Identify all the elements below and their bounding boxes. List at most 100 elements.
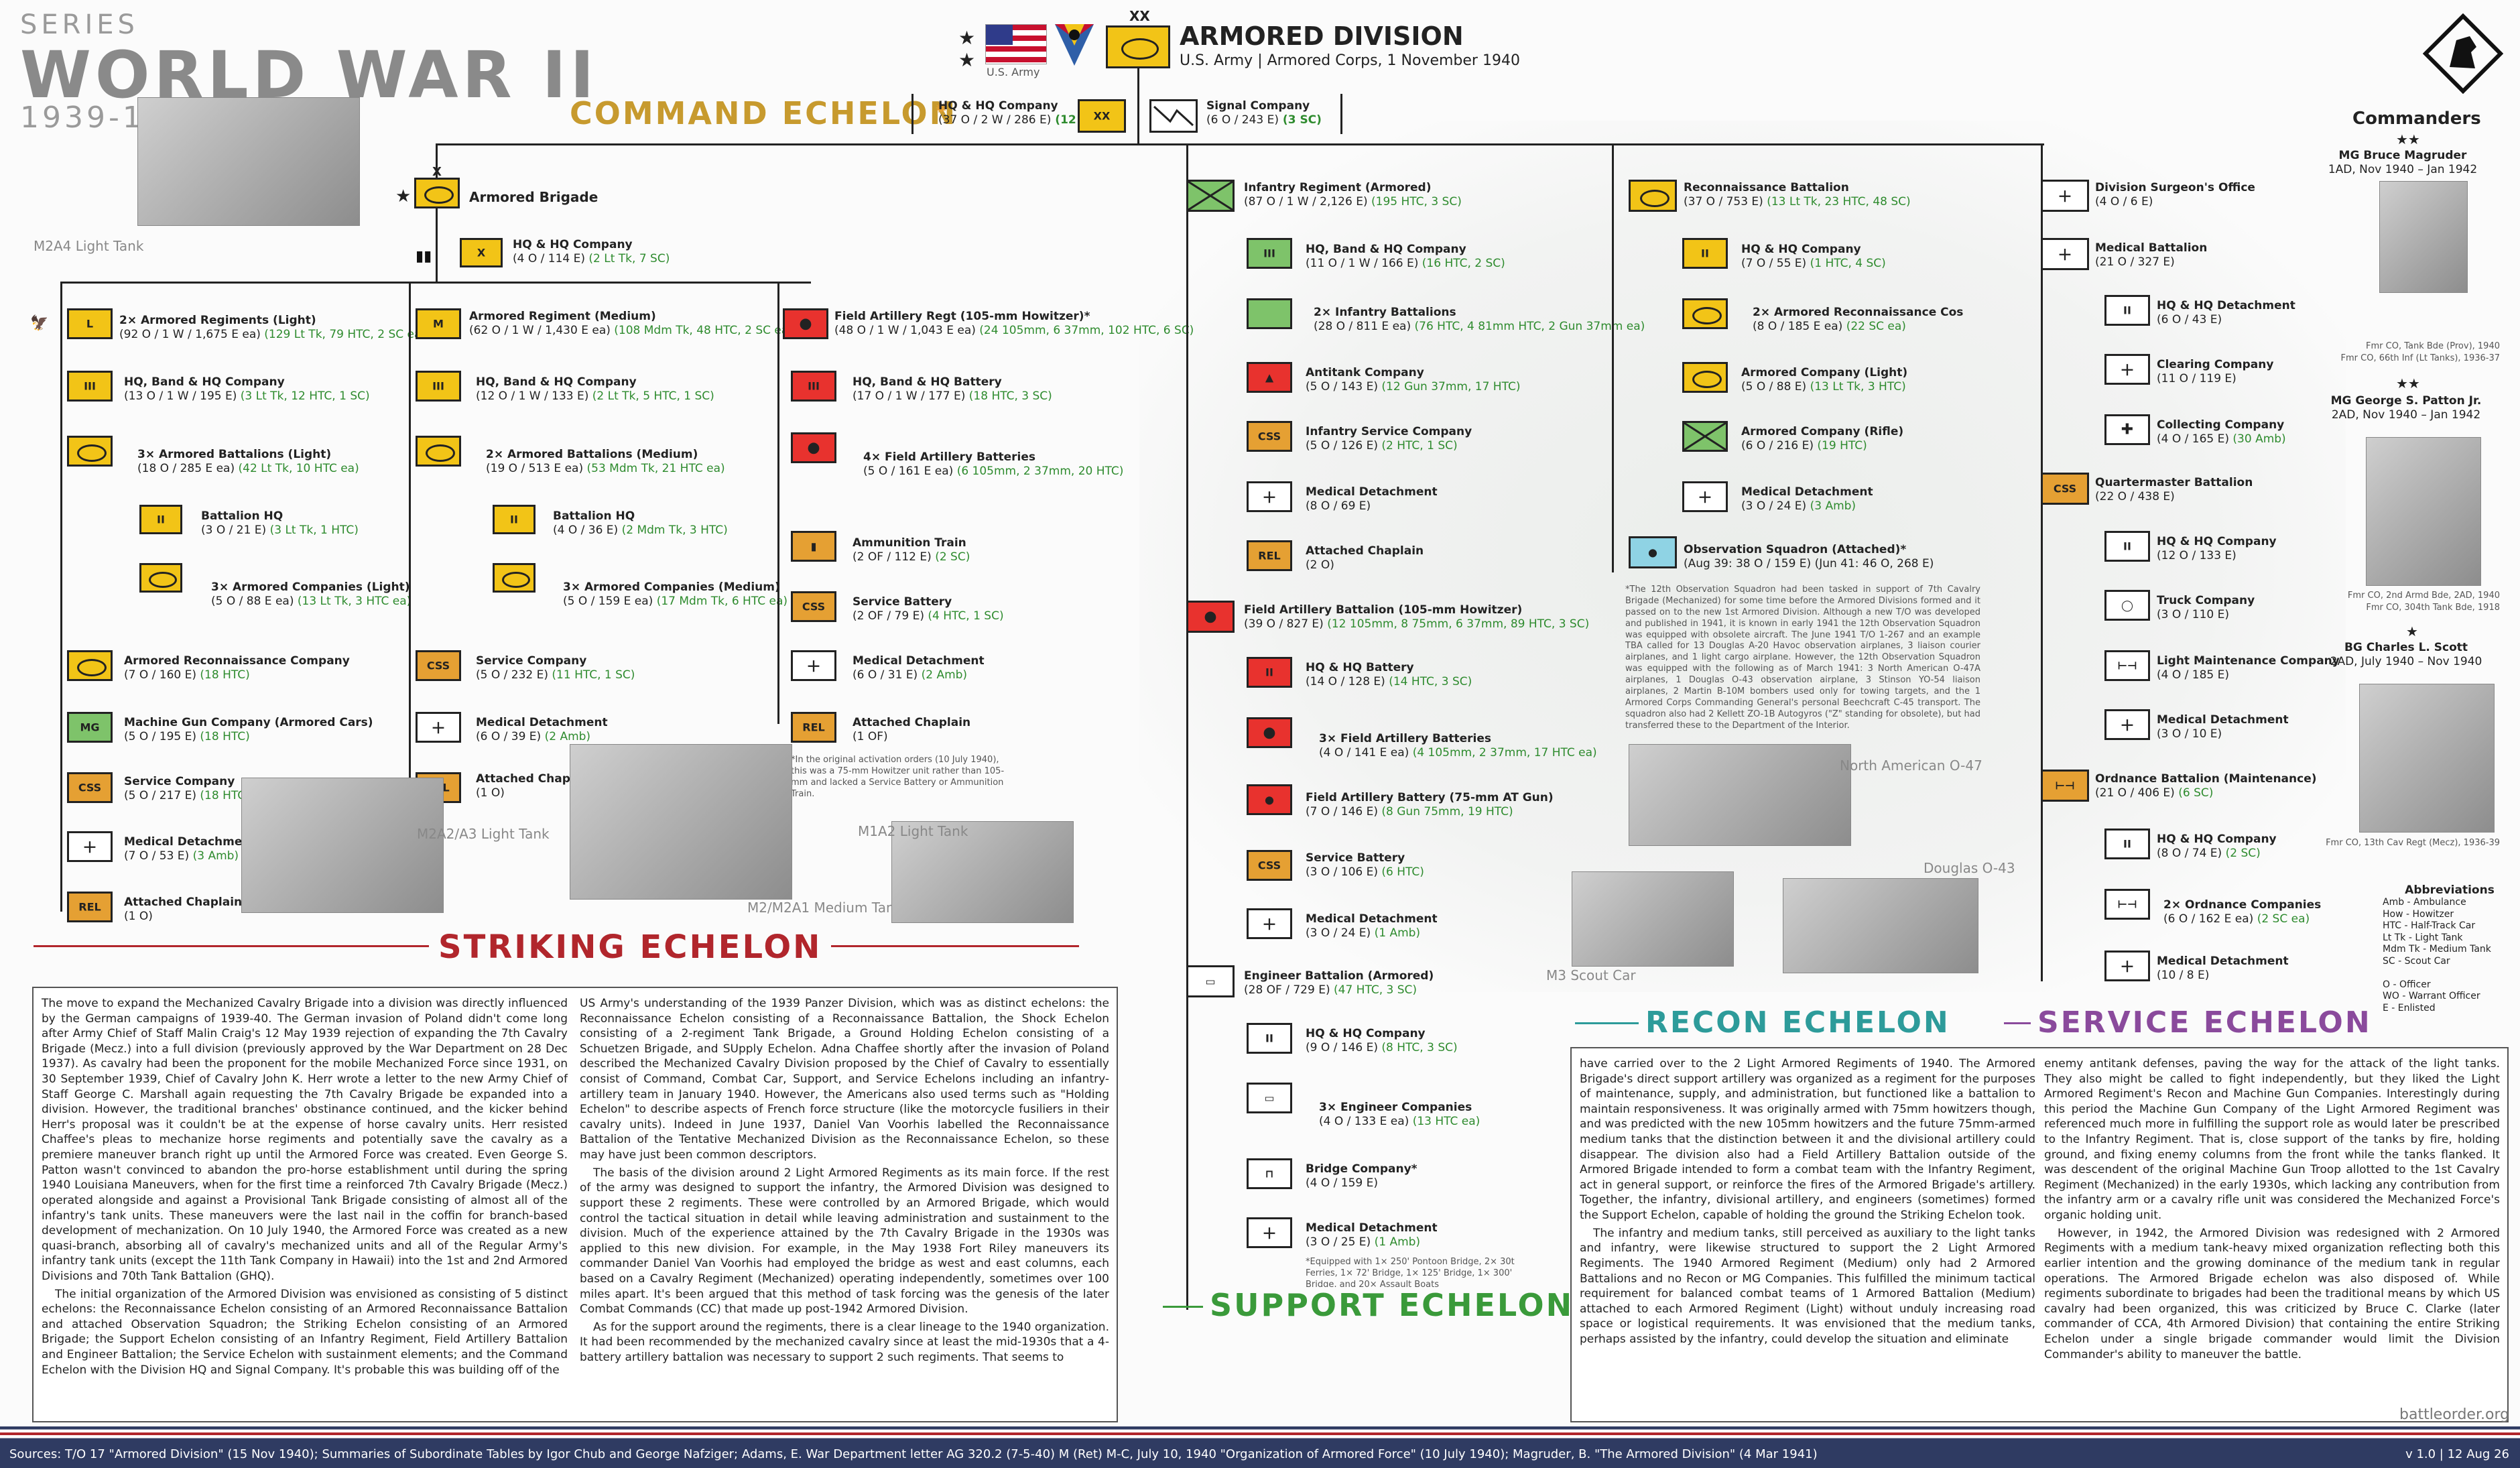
fab-svc-symbol: CSS xyxy=(1247,850,1292,881)
star-icon: ★ xyxy=(395,186,412,206)
abbreviation-item: WO - Warrant Officer xyxy=(2383,991,2480,1001)
abbreviation-item: HTC - Half-Track Car xyxy=(2383,920,2476,931)
text-left-p5: As for the support around the regiments,… xyxy=(580,1320,1109,1365)
qm-med-label: Medical Detachment(3 O / 10 E) xyxy=(2157,713,2289,741)
med-bn-symbol: ＋ xyxy=(2041,238,2089,270)
fa-chap-label: Attached Chaplain(1 OF) xyxy=(853,716,971,744)
mb-clear-symbol: ＋ xyxy=(2104,354,2150,385)
m1a2-caption: M1A2 Light Tank xyxy=(858,823,968,839)
text-left-p4: The basis of the division around 2 Light… xyxy=(580,1166,1109,1317)
qm-bn-symbol: CSS xyxy=(2041,473,2089,505)
chaplain-symbol: REL xyxy=(67,892,113,922)
bde-hq-symbol: X xyxy=(460,238,503,267)
med-co-label: 3× Armored Companies (Medium)(5 O / 159 … xyxy=(563,580,788,609)
rb-med-symbol: ＋ xyxy=(1682,481,1728,512)
fab-med-label: Medical Detachment(3 O / 24 E) (1 Amb) xyxy=(1306,912,1438,940)
m2a4-caption: M2A4 Light Tank xyxy=(34,238,144,254)
inf-chap-label: Attached Chaplain(2 O) xyxy=(1306,544,1424,572)
armor-patch-icon xyxy=(1052,21,1096,68)
support-col-line xyxy=(1186,143,1188,1310)
obs-note: *The 12th Observation Squadron had been … xyxy=(1625,585,1980,731)
inf-svc-symbol: CSS xyxy=(1247,421,1292,452)
o47-plane-photo xyxy=(1629,744,1851,846)
ammo-symbol: ▮ xyxy=(791,531,836,562)
ord-co-symbol: ⊢⊣ xyxy=(2104,889,2150,920)
fa-chap-symbol: REL xyxy=(791,712,836,743)
fa-regt-label: Field Artillery Regt (105-mm Howitzer)*(… xyxy=(834,310,1194,338)
support-echelon-label: SUPPORT ECHELON xyxy=(1203,1287,1581,1323)
fa-col-line xyxy=(777,282,779,724)
m2a2-caption: M2A2/A3 Light Tank xyxy=(417,826,550,842)
version-text: v 1.0 | 12 Aug 26 xyxy=(2405,1447,2509,1461)
recon-bn-label: Reconnaissance Battalion(37 O / 753 E) (… xyxy=(1684,181,1911,209)
eagle-icon: 🦅 xyxy=(30,315,49,332)
eng-med-label: Medical Detachment(3 O / 25 E) (1 Amb) xyxy=(1306,1221,1438,1249)
sources-text: Sources: T/O 17 "Armored Division" (15 N… xyxy=(9,1447,1818,1461)
light-hq-symbol: III xyxy=(67,371,113,402)
cmd-hq-symbol: XX xyxy=(1078,99,1126,133)
inf-bn-symbol xyxy=(1247,298,1292,329)
light-bn-symbol xyxy=(67,436,113,467)
fa-med-symbol: ＋ xyxy=(791,650,836,681)
text-box-left: The move to expand the Mechanized Cavalr… xyxy=(32,987,1118,1422)
signal-co-label: Signal Company(6 O / 243 E) (3 SC) xyxy=(1206,99,1322,127)
qm-bn-label: Quartermaster Battalion(22 O / 438 E) xyxy=(2095,476,2253,504)
division-symbol xyxy=(1106,25,1170,68)
ord-hq-symbol: II xyxy=(2104,829,2150,859)
eng-hq-label: HQ & HQ Company(9 O / 146 E) (8 HTC, 3 S… xyxy=(1306,1027,1458,1055)
site-label[interactable]: battleorder.org xyxy=(2399,1406,2510,1423)
ord-med-symbol: ＋ xyxy=(2104,951,2150,981)
eng-med-symbol: ＋ xyxy=(1247,1217,1292,1248)
at-co-symbol: ▲ xyxy=(1247,362,1292,393)
fab-svc-label: Service Battery(3 O / 106 E) (6 HTC) xyxy=(1306,851,1424,879)
sun-icon: ✹ xyxy=(935,101,948,117)
fab-at-label: Field Artillery Battery (75-mm AT Gun)(7… xyxy=(1306,791,1554,819)
bn-hq-symbol: II xyxy=(139,505,182,534)
eng-bn-symbol: ▭ xyxy=(1186,965,1235,997)
med-bn-label: 2× Armored Battalions (Medium)(19 O / 51… xyxy=(486,448,725,476)
recon-echelon-label: RECON ECHELON xyxy=(1639,1005,1957,1040)
service-echelon-label: SERVICE ECHELON xyxy=(2031,1005,2379,1040)
recon-co-label: Armored Reconnaissance Company(7 O / 160… xyxy=(124,654,350,682)
med-regt-symbol: M xyxy=(416,308,461,339)
fa-bty-label: 4× Field Artillery Batteries(5 O / 161 E… xyxy=(863,450,1124,479)
obs-sqn-symbol: ● xyxy=(1629,536,1677,568)
m3-scout-car-photo xyxy=(1572,871,1734,967)
inf-svc-label: Infantry Service Company(5 O / 126 E) (2… xyxy=(1306,425,1472,453)
at-co-label: Antitank Company(5 O / 143 E) (12 Gun 37… xyxy=(1306,366,1521,394)
qm-hq-label: HQ & HQ Company(12 O / 133 E) xyxy=(2157,535,2277,563)
text-left-p2: The initial organization of the Armored … xyxy=(42,1287,568,1377)
eng-co-symbol: ▭ xyxy=(1247,1083,1292,1113)
text-box-right: have carried over to the 2 Light Armored… xyxy=(1570,1047,2509,1422)
fa-hq-label: HQ, Band & HQ Battery(17 O / 1 W / 177 E… xyxy=(853,375,1052,404)
bridge-label: Bridge Company*(4 O / 159 E) xyxy=(1306,1162,1418,1190)
scott-photo xyxy=(2359,684,2495,833)
inf-chap-symbol: REL xyxy=(1247,540,1292,571)
med-bn-label: Medical Battalion(21 O / 327 E) xyxy=(2095,241,2208,269)
mb-hq-label: HQ & HQ Detachment(6 O / 43 E) xyxy=(2157,299,2295,327)
inf-regt-symbol xyxy=(1186,180,1235,212)
med-bn-symbol xyxy=(416,436,461,467)
fa-svc-symbol: CSS xyxy=(791,591,836,622)
fa-regt-symbol: ● xyxy=(783,308,828,339)
main-horizontal xyxy=(436,143,2044,145)
rb-co-label: 2× Armored Reconnaissance Cos(8 O / 185 … xyxy=(1753,306,1964,334)
fa-bn-label: Field Artillery Battalion (105-mm Howitz… xyxy=(1244,603,1590,631)
striking-echelon-label: STRIKING ECHELON xyxy=(429,928,832,966)
light-co-symbol xyxy=(139,563,182,593)
abbreviation-item xyxy=(2383,967,2517,979)
division-size: XX xyxy=(1129,8,1150,24)
text-right-p2: The infantry and medium tanks, still per… xyxy=(1580,1226,2035,1346)
fab-at-symbol: ● xyxy=(1247,784,1292,815)
surgeon-symbol: ＋ xyxy=(2041,180,2089,212)
eng-bn-label: Engineer Battalion (Armored)(28 OF / 729… xyxy=(1244,969,1434,997)
o43-plane-photo xyxy=(1783,878,1978,973)
qm-maint-symbol: ⊢⊣ xyxy=(2104,650,2150,681)
med-hq-label: HQ, Band & HQ Company(12 O / 1 W / 133 E… xyxy=(476,375,714,404)
signal-co-symbol xyxy=(1149,99,1198,133)
eng-hq-symbol: II xyxy=(1247,1023,1292,1054)
service-col-line xyxy=(2041,143,2043,981)
command-echelon-label: COMMAND ECHELON xyxy=(570,95,958,131)
fa-med-label: Medical Detachment(6 O / 31 E) (2 Amb) xyxy=(853,654,985,682)
